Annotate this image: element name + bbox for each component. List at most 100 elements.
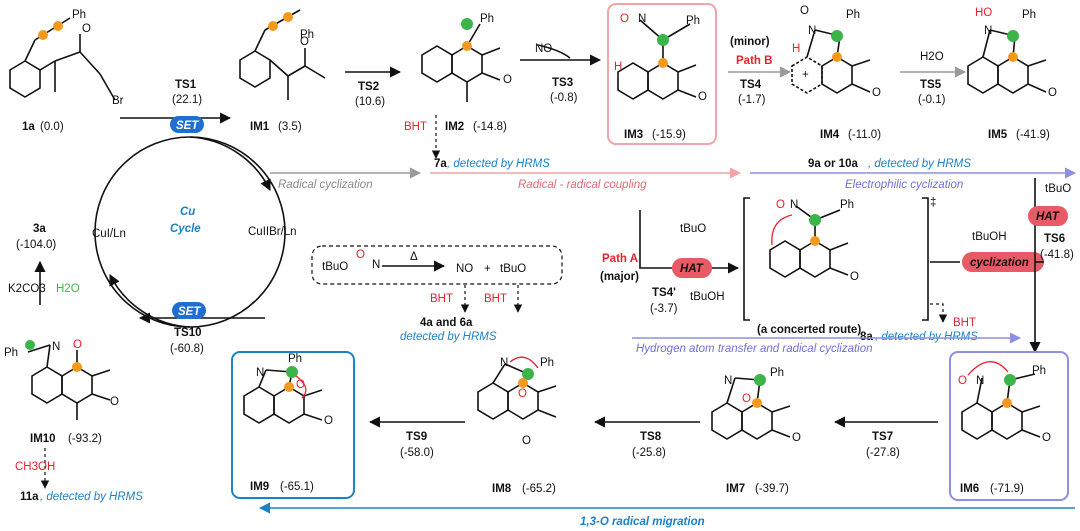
no-product-label: NO <box>456 263 473 275</box>
migration-label: 1,3-O radical migration <box>580 516 705 528</box>
ts4p-label: TS4' <box>652 287 676 299</box>
svg-text:N: N <box>256 367 264 379</box>
delta-label: Δ <box>410 251 418 263</box>
svg-text:N: N <box>372 259 380 271</box>
electrophilic-cyclization-label: Electrophilic cyclization <box>845 179 963 191</box>
alkyne-carbon-dot <box>53 21 63 31</box>
ts7-label: TS7 <box>872 431 893 443</box>
structure-im7: N O Ph O <box>711 367 801 444</box>
ts3-energy: (-0.8) <box>550 92 578 104</box>
ts6-tbuo-label: tBuO <box>1045 183 1071 195</box>
carbon-dot <box>286 366 298 378</box>
svg-text:O: O <box>742 393 751 405</box>
structure-1a: Ph O Br <box>9 9 124 107</box>
svg-text:+: + <box>484 263 491 275</box>
svg-text:N: N <box>638 13 646 25</box>
quaternary-carbon-dot <box>658 58 668 68</box>
ts4-label: TS4 <box>740 79 762 91</box>
svg-text:O: O <box>522 435 531 447</box>
svg-text:O: O <box>356 249 365 261</box>
ts-bracket-right <box>922 197 929 321</box>
svg-text:O: O <box>503 74 512 86</box>
imine-carbon-dot <box>1007 30 1019 42</box>
im4-energy: (-11.0) <box>848 129 881 141</box>
tbuono-box <box>311 245 563 285</box>
im8-label: IM8 <box>492 483 512 495</box>
nitrilium-carbon-dot <box>25 340 35 350</box>
imine-carbon-dot <box>754 374 766 386</box>
phenyl-label: Ph <box>288 353 302 365</box>
svg-text:O: O <box>324 415 333 427</box>
phenyl-label: Ph <box>480 13 494 25</box>
quaternary-carbon-dot <box>832 52 842 62</box>
cyclization-badge-label: cyclization <box>970 257 1029 269</box>
migration-arrow <box>509 356 539 369</box>
svg-text:HO: HO <box>975 7 992 19</box>
phenyl-label: Ph <box>770 367 784 379</box>
ts9-label: TS9 <box>406 431 427 443</box>
im8-energy: (-65.2) <box>522 483 556 495</box>
major-label: (major) <box>600 271 639 283</box>
svg-text:O: O <box>296 379 305 391</box>
detection-9a-text: , detected by HRMS <box>868 158 971 170</box>
structure-im9: N O Ph O <box>243 353 333 427</box>
no-addition-curve <box>537 44 571 59</box>
im9-label: IM9 <box>250 481 269 493</box>
ts5-label: TS5 <box>920 79 942 91</box>
svg-text:N: N <box>976 375 984 387</box>
cu-cycle-title-1: Cu <box>180 206 195 218</box>
water-green-label: H2O <box>56 283 80 295</box>
im2-energy: (-14.8) <box>473 121 507 133</box>
detection-7a-text: , detected by HRMS <box>447 158 550 170</box>
im4-label: IM4 <box>820 129 840 141</box>
quaternary-carbon-dot <box>462 41 472 51</box>
compound-1a-energy: (0.0) <box>40 121 64 133</box>
bht-no-label: BHT <box>430 293 453 305</box>
hat-badge-path-a-label: HAT <box>680 263 704 275</box>
ts6-energy: (-41.8) <box>1040 249 1074 261</box>
phenyl-label: Ph <box>300 29 314 41</box>
radical-coupling-label: Radical - radical coupling <box>518 179 647 191</box>
svg-text:O: O <box>792 432 801 444</box>
im7-energy: (-39.7) <box>755 483 789 495</box>
cycle-arrow-bottom <box>109 274 191 328</box>
im1-energy: (3.5) <box>278 121 302 133</box>
ts-dagger: ‡ <box>930 197 936 209</box>
svg-text:N: N <box>500 357 508 369</box>
quaternary-carbon-dot <box>1002 398 1012 408</box>
svg-text:O: O <box>73 339 82 351</box>
im6-box <box>949 351 1069 501</box>
svg-text:N: N <box>984 25 992 37</box>
set-badge-top-label: SET <box>176 120 199 132</box>
compound-3a-label: 3a <box>33 223 46 235</box>
ts4p-energy: (-3.7) <box>650 303 678 315</box>
structure-im1: Ph O <box>239 9 326 100</box>
hat-badge-path-a <box>672 258 712 278</box>
ts6-label: TS6 <box>1044 233 1065 245</box>
cu-cycle-title-2: Cycle <box>170 223 201 235</box>
radical-cyclization-label: Radical cyclization <box>278 179 373 191</box>
ts7-energy: (-27.8) <box>866 447 900 459</box>
im3-box <box>607 3 717 145</box>
svg-text:O: O <box>800 5 809 17</box>
structure-im3: O N Ph H O <box>614 13 707 103</box>
imine-carbon-dot <box>809 214 821 226</box>
svg-text:O: O <box>82 23 91 35</box>
svg-text:N: N <box>790 199 798 211</box>
k2co3-label: K2CO3 <box>8 283 46 295</box>
phenyl-label: Ph <box>72 9 86 21</box>
svg-text:O: O <box>850 271 859 283</box>
methanol-label: CH3OH <box>15 461 55 473</box>
quaternary-carbon-dot <box>518 378 528 388</box>
quaternary-carbon-dot <box>752 398 762 408</box>
im10-label: IM10 <box>30 433 56 445</box>
svg-text:N: N <box>808 25 816 37</box>
cu-ii-label: CuIIBr/Ln <box>248 226 297 238</box>
concerted-bht-label: BHT <box>953 317 976 329</box>
im9-box <box>231 351 355 499</box>
ts5-energy: (-0.1) <box>918 94 946 106</box>
concerted-bht-arrow <box>930 303 948 323</box>
cyclization-badge <box>962 252 1044 272</box>
